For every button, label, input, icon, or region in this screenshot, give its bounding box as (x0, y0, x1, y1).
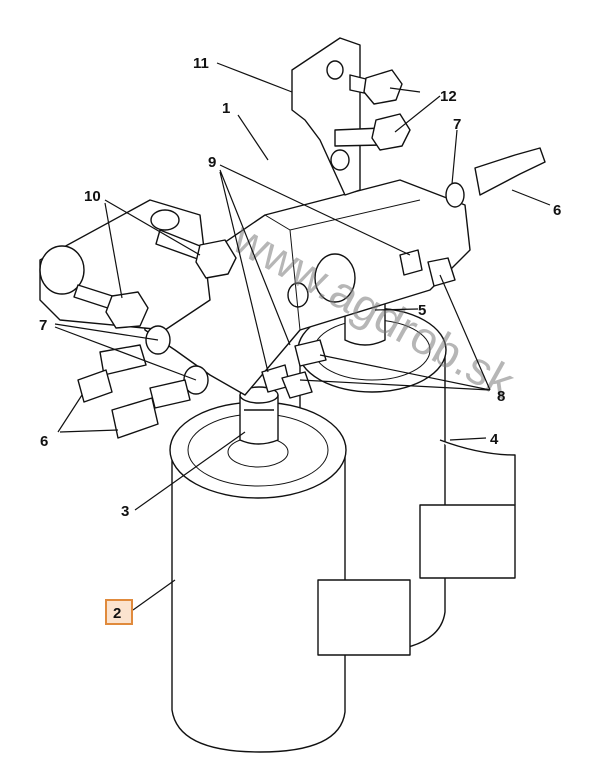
callout-4[interactable]: 4 (490, 431, 499, 448)
callout-12[interactable]: 12 (440, 88, 457, 105)
callout-11[interactable]: 11 (193, 55, 209, 72)
callout-5[interactable]: 5 (418, 302, 426, 319)
right-fittings (261, 147, 546, 399)
callout-2-highlight-box (105, 599, 133, 625)
callout-6-right[interactable]: 6 (553, 202, 561, 219)
callout-2-selected[interactable]: 2 (105, 599, 133, 625)
callout-10[interactable]: 10 (84, 188, 101, 205)
bracket-bolts (334, 69, 411, 151)
callout-7-right[interactable]: 7 (453, 116, 461, 133)
callout-6-left[interactable]: 6 (40, 433, 48, 450)
callout-3[interactable]: 3 (121, 503, 129, 520)
filter-head (139, 179, 471, 396)
callout-2[interactable]: 2 (113, 605, 121, 622)
callout-8[interactable]: 8 (497, 388, 505, 405)
callout-7-left[interactable]: 7 (39, 317, 47, 334)
callout-9[interactable]: 9 (208, 154, 216, 171)
leader-lines (54, 62, 551, 611)
front-filter (169, 386, 411, 753)
mounting-bracket (291, 37, 361, 196)
callout-1[interactable]: 1 (222, 100, 230, 117)
